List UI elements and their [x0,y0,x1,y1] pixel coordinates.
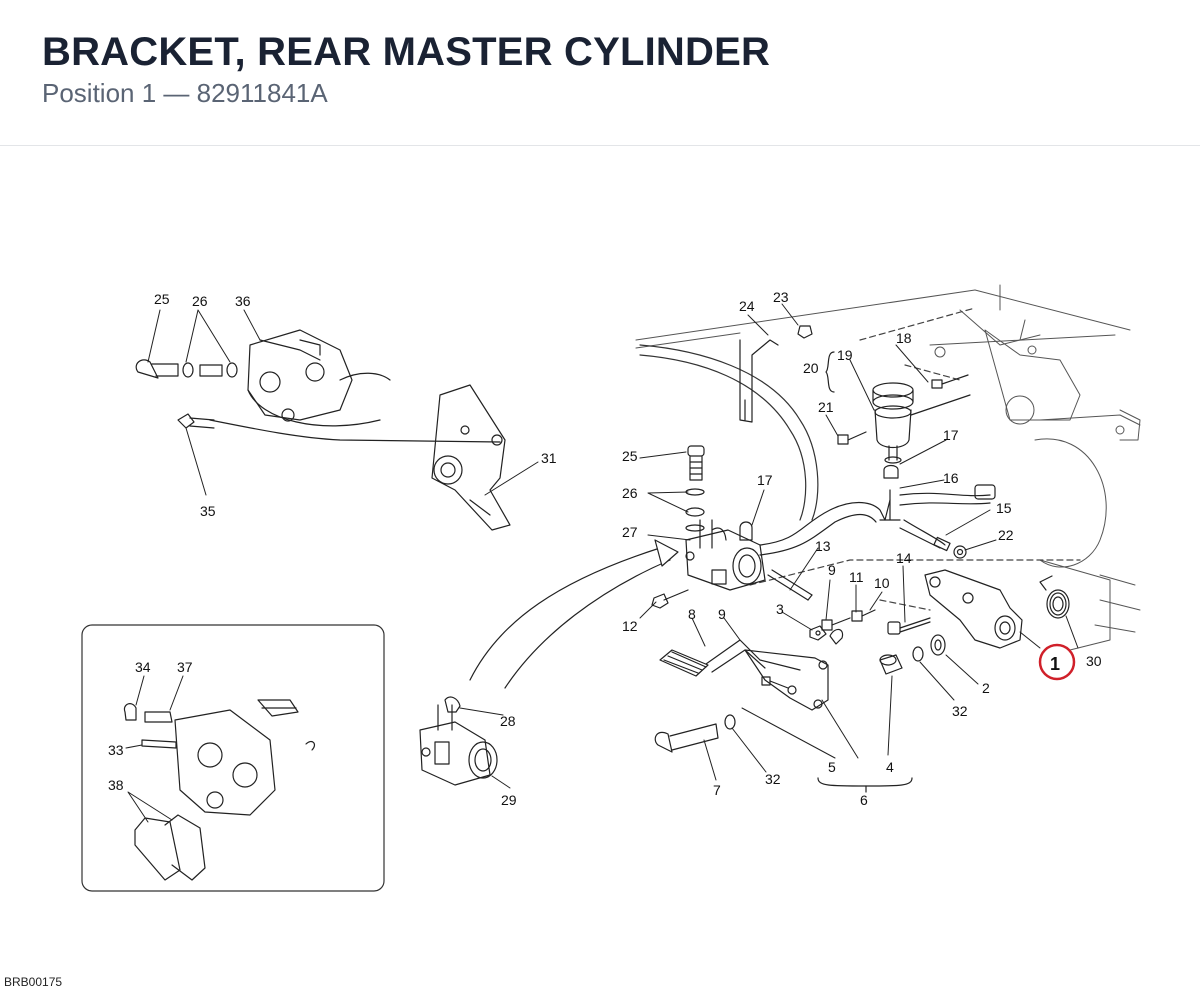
callout-10[interactable]: 10 [874,575,890,591]
part-13-push-rod [767,569,813,601]
part-8-footpeg [659,639,801,677]
brake-hose [759,484,996,556]
part-29-master-cylinder-assembly [419,721,498,786]
callout-32-left[interactable]: 32 [765,771,781,787]
callout-36[interactable]: 36 [235,293,251,309]
part-9-bolt-upper [821,617,851,631]
part-17-clamp-upper [883,464,899,479]
part-3-nut [809,625,827,641]
callout-21[interactable]: 21 [818,399,834,415]
part-25-banjo-bolt [687,445,705,481]
page-subtitle: Position 1 — 82911841A [42,78,328,108]
callout-30[interactable]: 30 [1086,653,1102,669]
inset-caliper [174,709,276,816]
part-31-caliper-bracket [431,384,511,531]
callout-34[interactable]: 34 [135,659,151,675]
part-32-washer-left [724,714,736,730]
part-22-washer [953,545,967,559]
part-7-pivot-bolt [654,723,719,753]
callout-12[interactable]: 12 [622,618,638,634]
callout-33[interactable]: 33 [108,742,124,758]
callout-28[interactable]: 28 [500,713,516,729]
part-30-spring [1039,575,1070,619]
page-header: BRACKET, REAR MASTER CYLINDER Position 1… [0,0,1200,146]
callout-4[interactable]: 4 [886,759,894,775]
dashed-frame-line [859,307,976,341]
callout-26-right[interactable]: 26 [622,485,638,501]
inset-frame [81,624,385,892]
callout-22[interactable]: 22 [998,527,1014,543]
part-19-reservoir [872,382,971,464]
callout-14[interactable]: 14 [896,550,912,566]
part-35-bolt [177,413,215,429]
callout-1[interactable]: 1 [1050,654,1060,674]
callout-24[interactable]: 24 [739,298,755,314]
callout-37[interactable]: 37 [177,659,193,675]
callout-20[interactable]: 20 [803,360,819,376]
callout-6[interactable]: 6 [860,792,868,808]
callout-9-upper[interactable]: 9 [828,562,836,578]
part-38-brake-pads [134,814,206,881]
spring-clip [257,699,299,717]
callout-26-left[interactable]: 26 [192,293,208,309]
part-17-clamp-left [739,521,753,541]
part-32-washer-right [912,646,924,662]
frame-outline [635,284,1141,651]
detail-arrow [469,547,661,681]
part-34-bleeder [123,703,137,721]
callout-9-lower[interactable]: 9 [718,606,726,622]
part-5-brake-lever [744,649,829,711]
callout-25-right[interactable]: 25 [622,448,638,464]
callout-labels: 1 2 3 4 5 6 7 8 9 9 10 11 12 13 14 15 16… [108,289,1102,808]
callout-8[interactable]: 8 [688,606,696,622]
callout-2[interactable]: 2 [982,680,990,696]
part-14-bolt [887,617,931,635]
part-37-bleeder-screw [144,711,173,723]
part-21-bolt [837,431,867,445]
part-9-bolt-lower [761,676,789,689]
highlight-ring [1038,643,1076,681]
callout-17-upper[interactable]: 17 [943,427,959,443]
part-33-pin [141,739,177,749]
callout-17-left[interactable]: 17 [757,472,773,488]
callout-7[interactable]: 7 [713,782,721,798]
part-24-bracket-rod [739,339,779,423]
part-11-pin [851,609,876,622]
callout-3[interactable]: 3 [776,601,784,617]
callout-5[interactable]: 5 [828,759,836,775]
callout-13[interactable]: 13 [815,538,831,554]
part-18-bolt [931,374,969,389]
part-10-clip [829,628,844,645]
callout-15[interactable]: 15 [996,500,1012,516]
callout-25-left[interactable]: 25 [154,291,170,307]
callout-38[interactable]: 38 [108,777,124,793]
callout-16[interactable]: 16 [943,470,959,486]
part-2-spacer [930,634,946,656]
part-12-bolt [651,589,689,609]
part-27-master-cylinder [685,519,766,591]
part-25-caliper-bolt [135,359,179,379]
group-brace-6 [817,777,913,787]
callout-19[interactable]: 19 [837,347,853,363]
part-26-caliper-washers [182,362,238,378]
callout-29[interactable]: 29 [501,792,517,808]
callout-18[interactable]: 18 [896,330,912,346]
group-brace-20 [825,351,835,393]
page-title: BRACKET, REAR MASTER CYLINDER [42,30,771,74]
diagram-code: BRB00175 [4,975,63,989]
callout-11[interactable]: 11 [849,569,864,585]
callout-31[interactable]: 31 [541,450,557,466]
callout-27[interactable]: 27 [622,524,638,540]
part-36-caliper [247,329,391,427]
part-28-elbow-fitting [437,696,461,731]
part-23-nut [797,325,813,339]
callout-23[interactable]: 23 [773,289,789,305]
part-4-bushing [879,654,903,675]
part-1-bracket [924,569,1023,649]
part-26-washers [685,488,705,532]
callout-35[interactable]: 35 [200,503,216,519]
callout-32-right[interactable]: 32 [952,703,968,719]
